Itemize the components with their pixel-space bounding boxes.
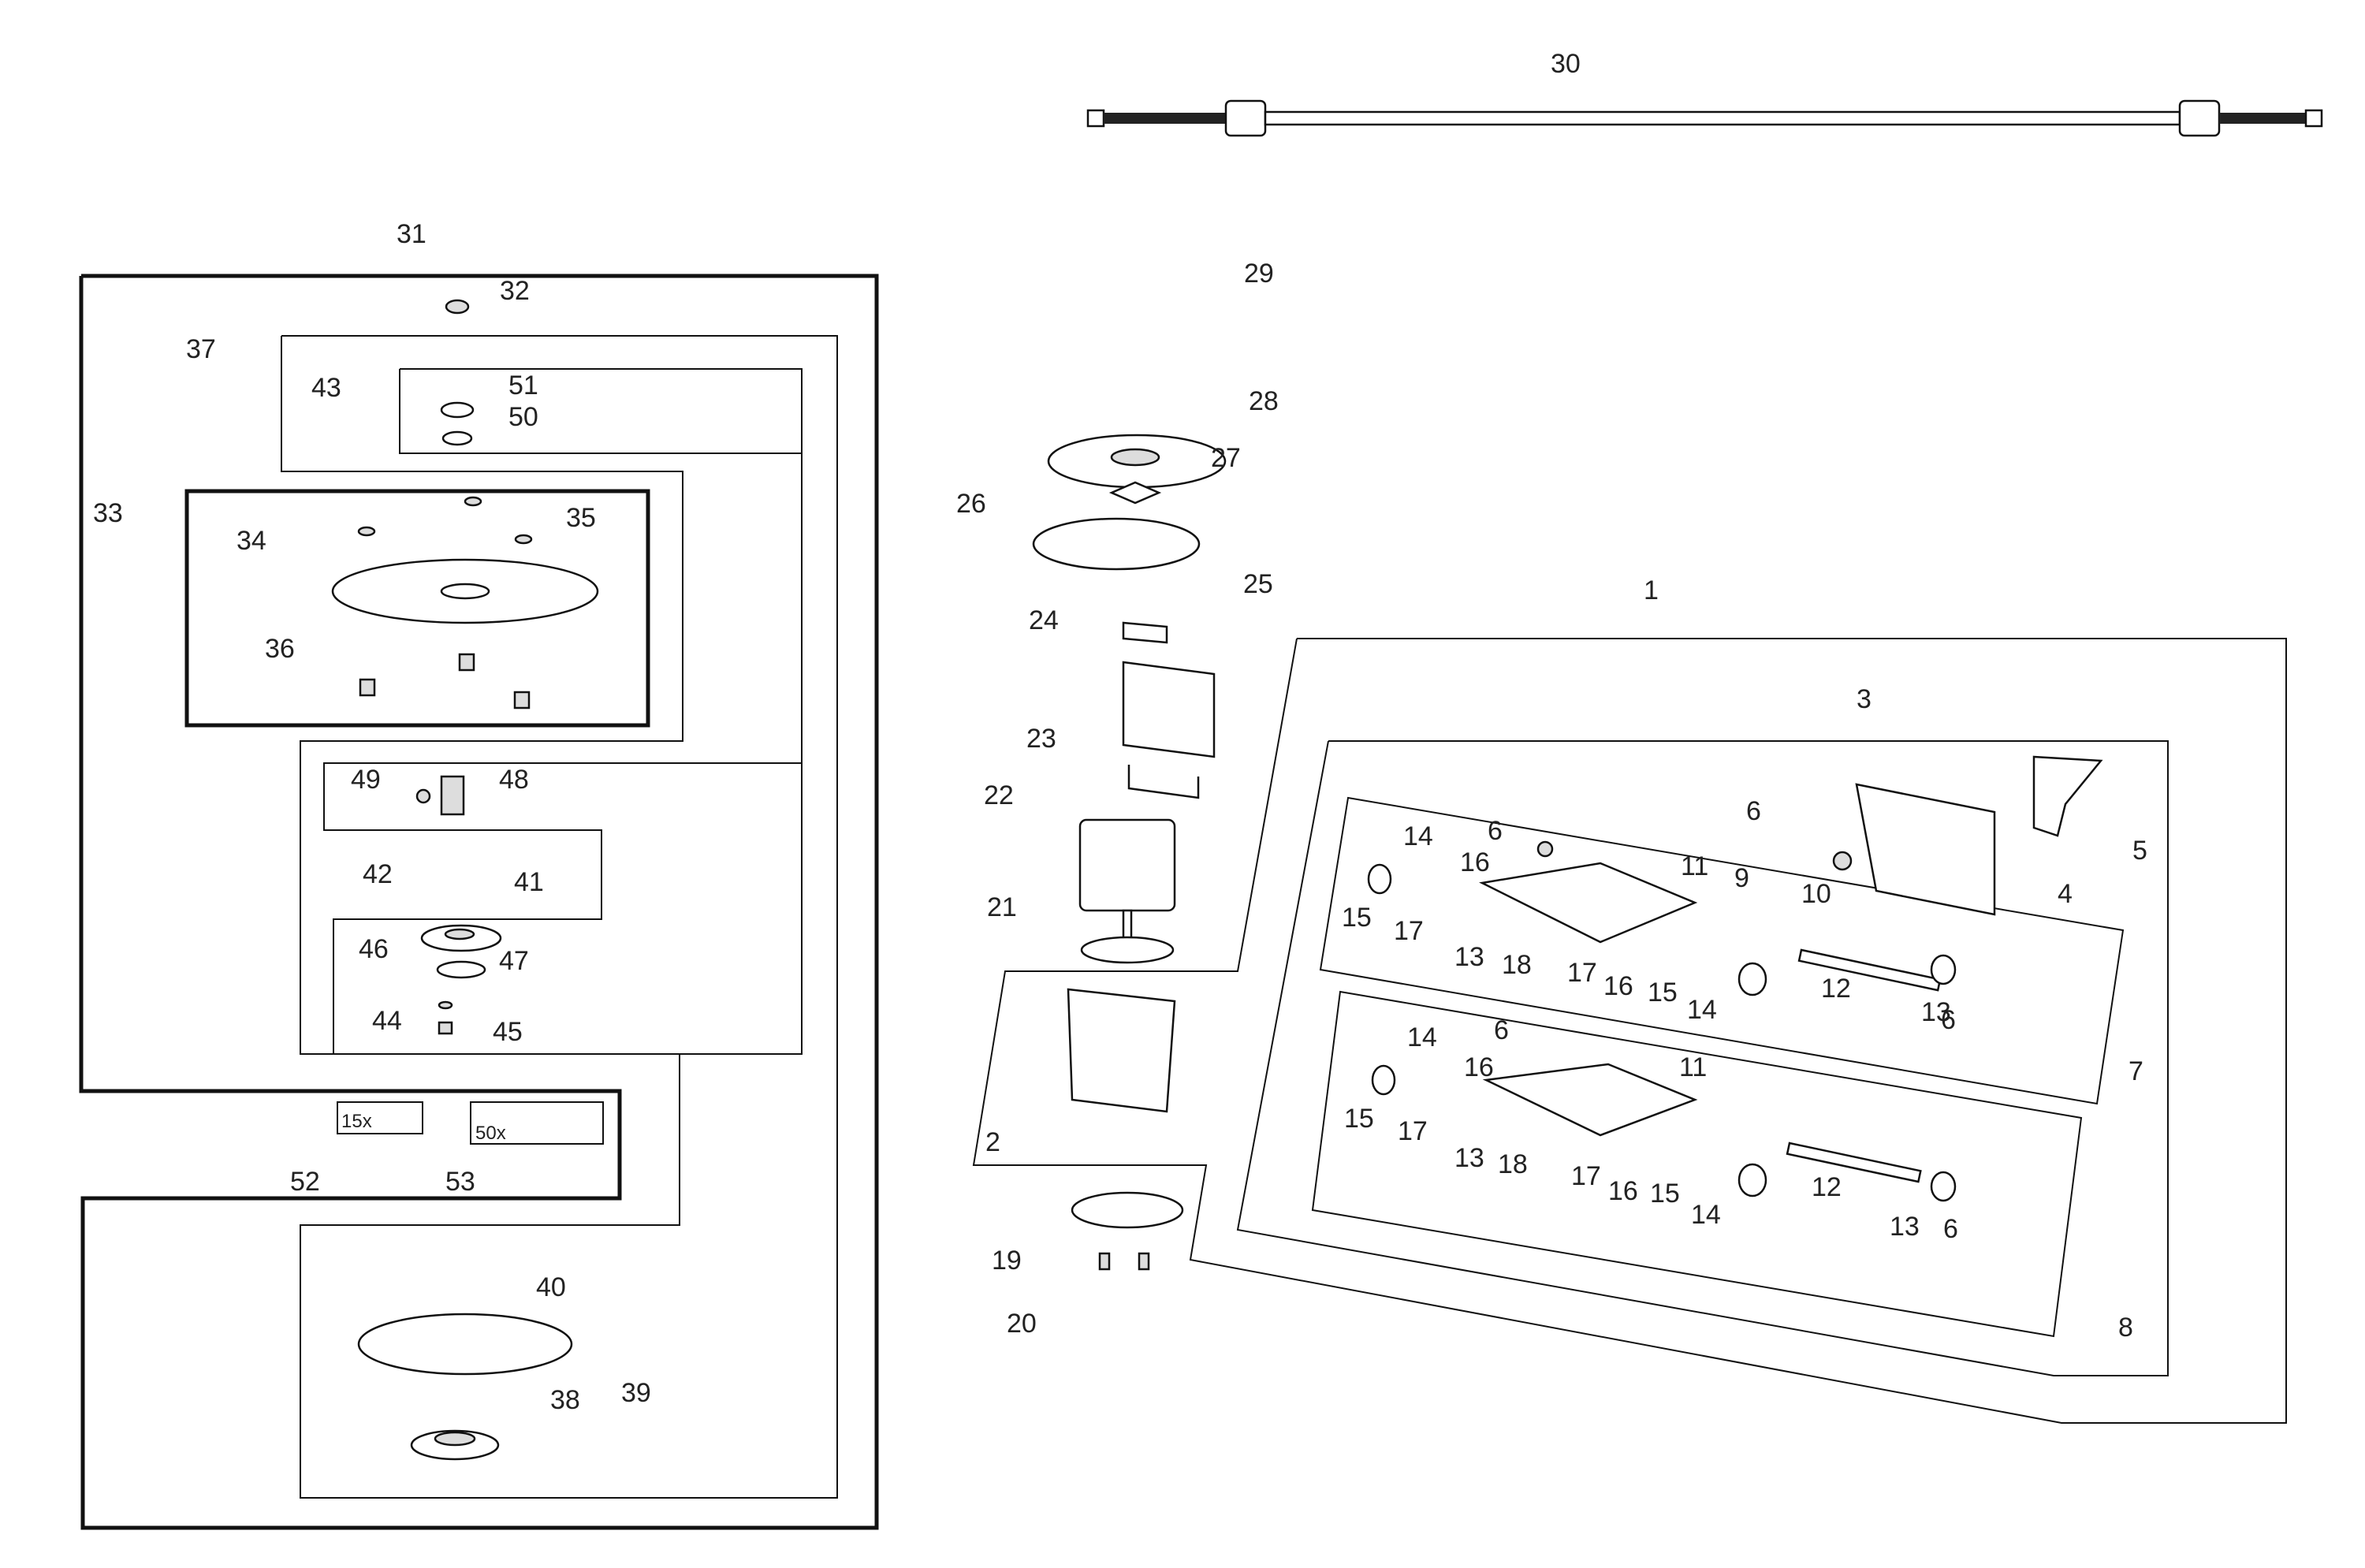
callout-23: 23 [1026, 724, 1056, 754]
callout-14: 14 [1407, 1022, 1437, 1052]
callout-50: 50 [508, 402, 538, 432]
callout-40: 40 [536, 1272, 566, 1302]
cable-assembly [1086, 99, 2323, 137]
kit-quantity-label: 50x [475, 1123, 506, 1144]
callout-51: 51 [508, 371, 538, 400]
callout-13: 13 [1454, 1143, 1484, 1173]
callout-9: 9 [1734, 863, 1749, 893]
callout-12: 12 [1821, 974, 1851, 1004]
callout-49: 49 [351, 765, 381, 795]
callout-39: 39 [621, 1378, 651, 1408]
callout-15: 15 [1650, 1179, 1680, 1209]
group-8-outline [1311, 990, 2083, 1338]
callout-24: 24 [1029, 605, 1059, 635]
callout-17: 17 [1571, 1161, 1601, 1191]
callout-17: 17 [1394, 916, 1424, 946]
callout-27: 27 [1211, 443, 1241, 473]
callout-15: 15 [1648, 978, 1678, 1007]
callout-30: 30 [1551, 49, 1581, 79]
callout-44: 44 [372, 1006, 402, 1036]
callout-7: 7 [2128, 1056, 2143, 1086]
callout-34: 34 [236, 526, 266, 556]
callout-22: 22 [984, 780, 1014, 810]
bracket-4 [1855, 783, 1996, 916]
swingarm-upper [1479, 862, 1698, 944]
callout-37: 37 [186, 334, 216, 364]
callout-15: 15 [1342, 903, 1372, 933]
callout-52: 52 [290, 1167, 320, 1197]
callout-8: 8 [2118, 1313, 2133, 1343]
callout-31: 31 [397, 219, 426, 249]
callout-15: 15 [1344, 1104, 1374, 1134]
callout-33: 33 [93, 498, 123, 528]
callout-21: 21 [987, 892, 1017, 922]
group-7-outline [1319, 796, 2125, 1105]
callout-17: 17 [1398, 1116, 1428, 1146]
callout-3: 3 [1857, 684, 1872, 714]
circuit-board [1122, 661, 1216, 758]
callout-16: 16 [1460, 847, 1490, 877]
callout-13: 13 [1921, 997, 1951, 1027]
callout-18: 18 [1502, 950, 1532, 980]
callout-38: 38 [550, 1385, 580, 1415]
callout-26: 26 [956, 489, 986, 519]
callout-35: 35 [566, 503, 596, 533]
kit-53-box [470, 1101, 604, 1145]
callout-5: 5 [2132, 836, 2147, 866]
group-3-outline [1236, 740, 2169, 1376]
callout-14: 14 [1691, 1200, 1721, 1230]
callout-13: 13 [1890, 1212, 1920, 1242]
callout-6: 6 [1494, 1015, 1509, 1045]
callout-2: 2 [985, 1127, 1000, 1157]
callout-6: 6 [1488, 816, 1503, 846]
callout-11: 11 [1681, 851, 1708, 881]
swingarm-lower [1482, 1063, 1698, 1137]
callout-6: 6 [1941, 1005, 1956, 1035]
callout-53: 53 [445, 1167, 475, 1197]
group-1-outline [972, 638, 2287, 1424]
callout-25: 25 [1243, 569, 1273, 599]
callout-46: 46 [359, 934, 389, 964]
callout-19: 19 [992, 1246, 1022, 1276]
callout-10: 10 [1801, 879, 1831, 909]
callout-41: 41 [514, 867, 544, 897]
callout-16: 16 [1603, 971, 1633, 1001]
callout-20: 20 [1007, 1309, 1037, 1339]
callout-18: 18 [1498, 1149, 1528, 1179]
callout-43: 43 [311, 373, 341, 403]
callout-28: 28 [1249, 386, 1279, 416]
callout-42: 42 [363, 859, 393, 889]
kit-52-box [337, 1101, 423, 1134]
housing [1067, 988, 1176, 1113]
callout-11: 11 [1679, 1052, 1707, 1082]
callout-29: 29 [1244, 259, 1274, 289]
callout-12: 12 [1812, 1172, 1842, 1202]
callout-14: 14 [1403, 821, 1433, 851]
callout-17: 17 [1567, 958, 1597, 988]
callout-6: 6 [1746, 796, 1761, 826]
callout-4: 4 [2058, 879, 2073, 909]
callout-45: 45 [493, 1017, 523, 1047]
callout-36: 36 [265, 634, 295, 664]
callout-47: 47 [499, 946, 529, 976]
callout-48: 48 [499, 765, 529, 795]
callout-16: 16 [1608, 1176, 1638, 1206]
group-33-outline [184, 489, 650, 728]
callout-1: 1 [1644, 575, 1659, 605]
kit-quantity-label: 15x [341, 1111, 372, 1132]
group-31-outline [79, 274, 879, 1530]
group-43-outline [323, 368, 803, 1055]
callout-6: 6 [1943, 1214, 1958, 1244]
callout-32: 32 [500, 276, 530, 306]
motor [1078, 818, 1176, 912]
callout-13: 13 [1454, 942, 1484, 972]
callout-14: 14 [1687, 995, 1717, 1025]
callout-16: 16 [1464, 1052, 1494, 1082]
group-37-outline [281, 335, 838, 1499]
